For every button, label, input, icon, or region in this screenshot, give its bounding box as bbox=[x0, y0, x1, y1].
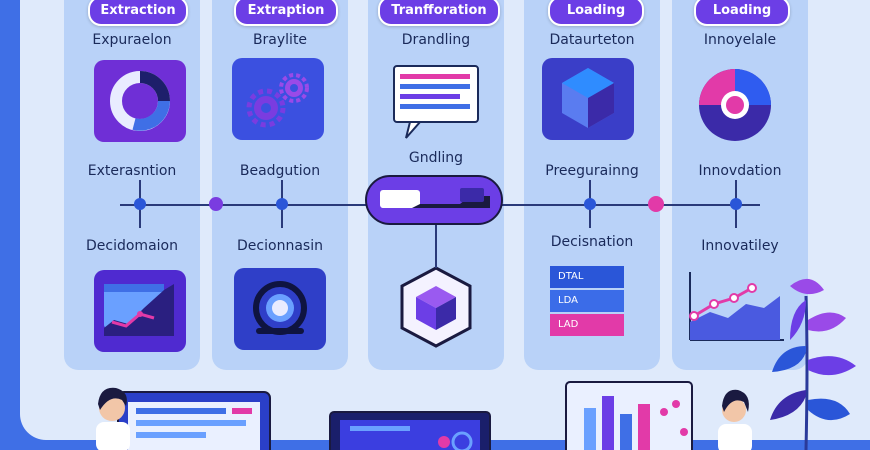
diagram-board: Extraction Expuraelon Exterasntion Decid… bbox=[20, 0, 870, 440]
hexagon-tile bbox=[542, 58, 634, 140]
gears-icon bbox=[246, 73, 309, 128]
flow-nodes bbox=[134, 175, 742, 268]
document-speech-icon bbox=[393, 65, 479, 139]
stage-low-label-1: Decidomaion bbox=[86, 238, 178, 254]
donut-chart-icon bbox=[110, 71, 170, 131]
stage-mid-label-1: Exterasntion bbox=[87, 163, 177, 179]
db-row-3: LAD bbox=[550, 314, 624, 336]
line-chart-tile bbox=[94, 270, 186, 352]
stage-top-label-3: Drandling bbox=[401, 32, 471, 48]
db-row-2: LDA bbox=[550, 290, 624, 312]
cube-icon bbox=[400, 266, 472, 348]
stage-column-2: Extraption Braylite Beadgution Decionnas… bbox=[212, 0, 348, 370]
stage-top-label-2: Braylite bbox=[252, 32, 308, 48]
donut-chart-tile bbox=[94, 60, 186, 142]
stage-low-label-4: Decisnation bbox=[550, 234, 634, 250]
stage-mid-label-2: Beadgution bbox=[239, 163, 321, 179]
stage-top-label-1: Expuraelon bbox=[92, 32, 172, 48]
stage-mid-label-5: Innovdation bbox=[698, 163, 782, 179]
stage-column-4: Loading Dataurteton Preegurainng Decisna… bbox=[524, 0, 660, 370]
target-tile bbox=[234, 268, 326, 350]
stage-title-1: Extraction bbox=[88, 0, 188, 26]
stage-title-3: Tranfforation bbox=[378, 0, 500, 26]
growth-chart-icon bbox=[689, 272, 784, 341]
stage-mid-label-3: Gndling bbox=[408, 150, 464, 166]
line-chart-icon bbox=[104, 284, 174, 336]
stage-top-label-5: Innoyelale bbox=[703, 32, 777, 48]
stage-title-2: Extraption bbox=[234, 0, 338, 26]
target-icon bbox=[253, 281, 307, 335]
stage-top-label-4: Dataurteton bbox=[549, 32, 635, 48]
pie-chart-icon bbox=[699, 69, 771, 141]
stage-mid-label-4: Preegurainng bbox=[545, 163, 639, 179]
hexagon-icon bbox=[562, 68, 614, 128]
stage-column-1: Extraction Expuraelon Exterasntion Decid… bbox=[64, 0, 200, 370]
stage-title-4: Loading bbox=[548, 0, 644, 26]
database-stack: DTAL LDA LAD bbox=[550, 266, 624, 336]
stage-low-label-5: Innovatiley bbox=[701, 238, 779, 254]
gears-tile bbox=[232, 58, 324, 140]
stage-low-label-2: Decionnasin bbox=[237, 238, 323, 254]
stage-column-5: Loading Innoyelale Innovdation Innovatil… bbox=[672, 0, 808, 370]
db-row-1: DTAL bbox=[550, 266, 624, 288]
stage-title-5: Loading bbox=[694, 0, 790, 26]
